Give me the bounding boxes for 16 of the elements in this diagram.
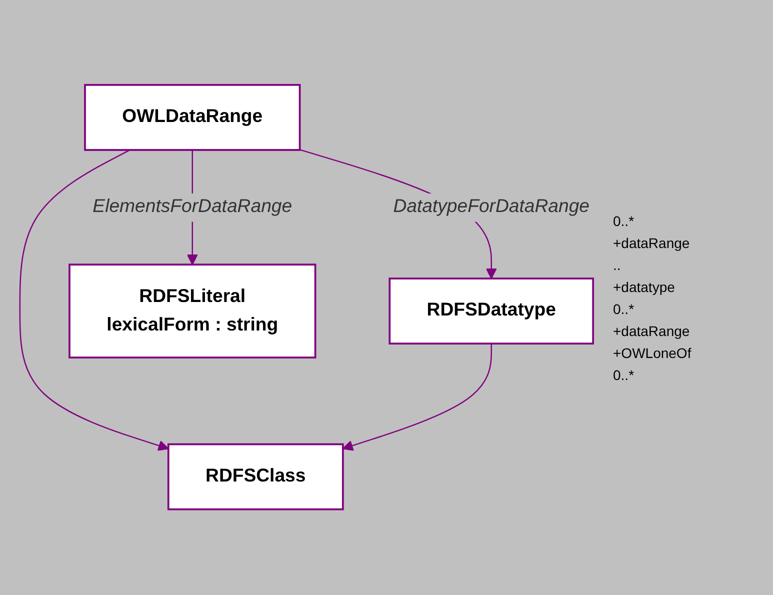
association-end-label: +datatype xyxy=(613,278,675,294)
edge-label: ElementsForDataRange xyxy=(92,196,292,218)
association-end-label: 0..* xyxy=(613,366,634,382)
association-end-label: +dataRange xyxy=(613,322,690,338)
node-box: RDFSDatatype xyxy=(388,278,594,345)
edge-label: DatatypeForDataRange xyxy=(393,196,590,218)
arrow xyxy=(342,344,492,452)
node-box: RDFSLiteral lexicalForm : string xyxy=(68,264,316,359)
arrow xyxy=(19,150,169,452)
association-end-label: .. xyxy=(613,256,621,272)
association-end-label: 0..* xyxy=(613,300,634,316)
association-end-label: +OWLoneOf xyxy=(613,344,692,360)
node-box: RDFSClass xyxy=(167,444,344,511)
node-box: OWLDataRange xyxy=(84,84,301,152)
association-end-label: 0..* xyxy=(613,212,634,228)
association-end-label: +dataRange xyxy=(613,234,690,250)
